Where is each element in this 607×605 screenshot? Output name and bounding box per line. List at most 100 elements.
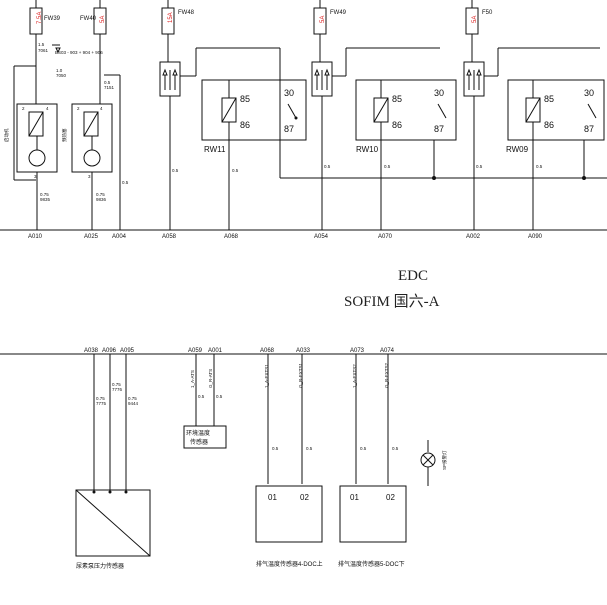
svg-text:F50: F50 <box>482 10 493 16</box>
bottom-connectors-3: A068 A033 <box>260 348 311 354</box>
svg-text:环境温度: 环境温度 <box>186 429 210 437</box>
svg-text:A004: A004 <box>112 234 127 240</box>
svg-text:A090: A090 <box>528 234 543 240</box>
svg-text:SP报警灯: SP报警灯 <box>441 450 448 470</box>
svg-text:7.5A: 7.5A <box>37 12 43 24</box>
svg-text:7061: 7061 <box>38 48 49 53</box>
svg-text:5A: 5A <box>100 16 106 23</box>
svg-text:0.75: 0.75 <box>96 192 105 197</box>
svg-text:0.75: 0.75 <box>112 382 121 387</box>
motor-icon <box>83 149 101 167</box>
relay-rw09: 85 86 30 87 RW09 <box>506 79 605 180</box>
svg-text:FW40: FW40 <box>80 16 97 22</box>
relay-module-3 <box>463 47 600 230</box>
svg-text:7151: 7151 <box>104 85 115 90</box>
svg-text:3: 3 <box>88 174 91 179</box>
svg-text:01: 01 <box>268 493 277 502</box>
svg-text:5A: 5A <box>320 16 326 23</box>
svg-text:0.5: 0.5 <box>476 164 483 169</box>
svg-text:1.0: 1.0 <box>56 68 63 73</box>
svg-text:0.5: 0.5 <box>122 180 129 185</box>
svg-text:0.5: 0.5 <box>104 80 111 85</box>
relay-rw11: 85 86 30 87 RW11 <box>201 48 307 178</box>
svg-text:2: 2 <box>77 106 80 111</box>
svg-text:0.75: 0.75 <box>96 396 105 401</box>
ground-arrow-icon <box>55 47 61 54</box>
svg-text:9444: 9444 <box>128 401 139 406</box>
relay-module-2 <box>311 47 440 230</box>
ambient-temp-sensor: 环境温度 传感器 <box>183 425 227 449</box>
svg-text:0.5: 0.5 <box>536 164 543 169</box>
svg-text:87: 87 <box>284 124 294 134</box>
svg-text:2: 2 <box>22 106 25 111</box>
svg-text:0.75: 0.75 <box>40 192 49 197</box>
svg-text:A054: A054 <box>314 234 329 240</box>
urea-pressure-sensor: 尿素泵压力传感器 <box>75 489 151 570</box>
svg-text:FW49: FW49 <box>330 10 347 16</box>
svg-text:0.75: 0.75 <box>128 396 137 401</box>
svg-text:G_R-ATS: G_R-ATS <box>208 369 213 388</box>
svg-text:G_R-EXTS2: G_R-EXTS2 <box>384 362 389 388</box>
svg-text:1_A-ATS: 1_A-ATS <box>190 370 195 388</box>
fuse-fw49: 5A FW49 <box>313 0 347 62</box>
svg-text:A068: A068 <box>224 234 239 240</box>
svg-text:1.5: 1.5 <box>38 42 45 47</box>
svg-text:9835: 9835 <box>40 197 51 202</box>
fuse-fw48: 15A FW48 <box>161 0 195 62</box>
svg-text:87: 87 <box>584 124 594 134</box>
svg-text:1_A-EXTS2: 1_A-EXTS2 <box>352 364 357 388</box>
svg-text:15A: 15A <box>168 12 174 23</box>
svg-text:排气温度传感器4-DOC上: 排气温度传感器4-DOC上 <box>256 560 323 568</box>
svg-text:排气温度传感器5-DOC下: 排气温度传感器5-DOC下 <box>338 560 405 568</box>
svg-text:30: 30 <box>434 88 444 98</box>
relay-rw10: 85 86 30 87 RW10 <box>355 79 457 180</box>
svg-text:A096: A096 <box>102 348 117 354</box>
svg-text:预热塞: 预热塞 <box>61 128 68 142</box>
svg-text:02: 02 <box>386 493 395 502</box>
svg-text:RW10: RW10 <box>356 145 379 154</box>
svg-text:0.5: 0.5 <box>324 164 331 169</box>
svg-text:启动机: 启动机 <box>3 128 10 142</box>
diagram-title-line1: EDC <box>398 268 428 284</box>
motor-icon <box>28 149 46 167</box>
svg-text:0.5: 0.5 <box>272 446 279 451</box>
top-connectors: A010 A025 A004 A058 A068 A054 A070 A002 … <box>28 234 543 240</box>
svg-text:BS03 - 903 + 904 + 906: BS03 - 903 + 904 + 906 <box>55 50 103 55</box>
svg-text:0.5: 0.5 <box>384 164 391 169</box>
svg-text:G_R-EXTS1: G_R-EXTS1 <box>298 362 303 388</box>
svg-text:02: 02 <box>300 493 309 502</box>
svg-text:A074: A074 <box>380 348 395 354</box>
svg-text:0.5: 0.5 <box>360 446 367 451</box>
svg-text:FW48: FW48 <box>178 10 195 16</box>
svg-text:A033: A033 <box>296 348 311 354</box>
svg-text:86: 86 <box>240 120 250 130</box>
svg-text:A058: A058 <box>162 234 177 240</box>
svg-text:85: 85 <box>240 94 250 104</box>
actuator-2: 2 4 3 预热塞 <box>61 103 113 179</box>
svg-text:A070: A070 <box>378 234 393 240</box>
svg-text:FW39: FW39 <box>44 16 61 22</box>
svg-text:A038: A038 <box>84 348 99 354</box>
svg-text:7776: 7776 <box>112 387 123 392</box>
svg-text:A073: A073 <box>350 348 365 354</box>
svg-text:0.5: 0.5 <box>306 446 313 451</box>
svg-text:86: 86 <box>392 120 402 130</box>
svg-text:1_A-EXTS1: 1_A-EXTS1 <box>264 364 269 388</box>
bottom-connectors-2: A059 A001 <box>188 348 223 354</box>
svg-text:A095: A095 <box>120 348 135 354</box>
exhaust-temp-sensor-5: 01 02 排气温度传感器5-DOC下 <box>338 485 407 568</box>
svg-text:A001: A001 <box>208 348 223 354</box>
fuse-fw40: 5A FW40 <box>80 0 107 104</box>
svg-text:0.5: 0.5 <box>232 168 239 173</box>
svg-text:尿素泵压力传感器: 尿素泵压力传感器 <box>76 562 124 570</box>
svg-text:RW09: RW09 <box>506 145 529 154</box>
svg-text:A059: A059 <box>188 348 203 354</box>
svg-text:7050: 7050 <box>56 73 67 78</box>
svg-text:5A: 5A <box>472 16 478 23</box>
svg-text:A002: A002 <box>466 234 481 240</box>
fuse-fw39: 7.5A FW39 <box>13 0 61 181</box>
svg-text:4: 4 <box>46 106 49 111</box>
diagram-title-line2: SOFIM 国六-A <box>344 293 440 310</box>
